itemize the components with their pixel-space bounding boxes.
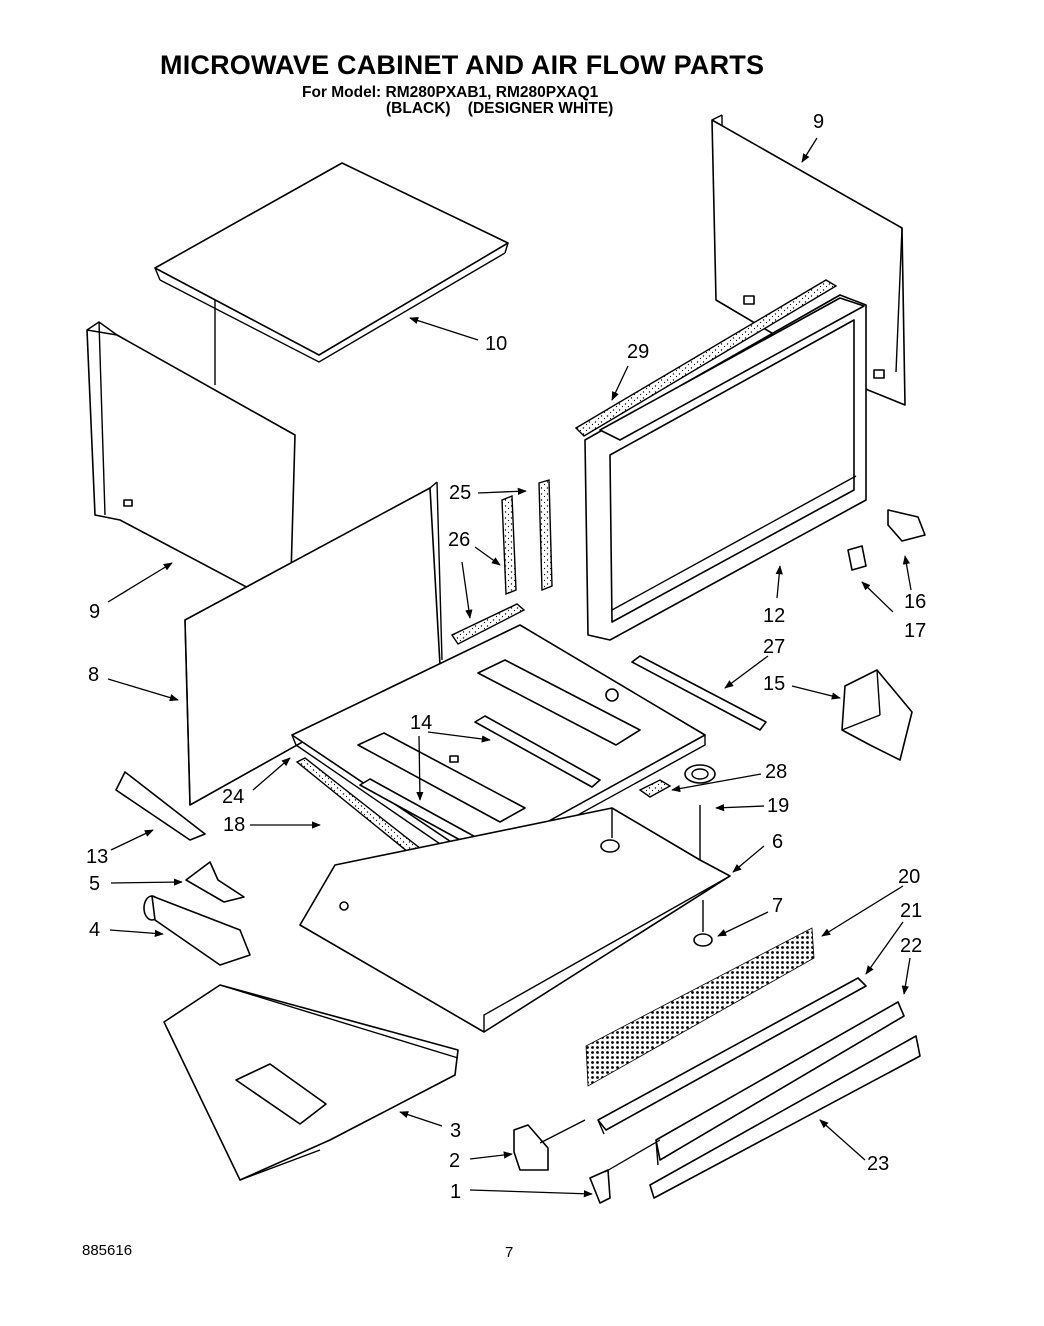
part-19-grommet — [684, 764, 716, 784]
callout-leaders — [107, 137, 912, 1198]
part-25-foam-blocks — [501, 479, 553, 596]
model-line: For Model: RM280PXAB1, RM280PXAQ1 — [302, 84, 599, 101]
callout-14: 14 — [410, 712, 433, 734]
page-number: 7 — [505, 1244, 514, 1261]
callout-6: 6 — [772, 831, 784, 853]
callout-19: 19 — [767, 795, 790, 817]
callout-22: 22 — [900, 935, 923, 957]
part-1-knob — [589, 1169, 611, 1204]
callout-15: 15 — [763, 673, 786, 695]
part-23-rail — [649, 1035, 921, 1199]
callout-25: 25 — [449, 482, 472, 504]
callout-13: 13 — [86, 846, 109, 868]
part-26-foam-block — [450, 603, 526, 645]
callout-27: 27 — [763, 636, 786, 658]
callout-9-left: 9 — [89, 601, 101, 623]
callout-28: 28 — [765, 761, 788, 783]
callout-29: 29 — [627, 341, 650, 363]
part-20-mesh-screen — [585, 927, 815, 1087]
part-9-left-side-panel — [86, 321, 296, 611]
part-22-rail — [655, 1001, 905, 1166]
part-12-front-frame — [584, 294, 867, 641]
part-2-clip — [513, 1124, 549, 1171]
callout-5: 5 — [89, 873, 101, 895]
part-4-air-duct — [143, 895, 251, 966]
part-6-lower-base — [299, 805, 731, 1033]
part-17-clip — [847, 545, 867, 571]
document-number: 885616 — [82, 1242, 133, 1259]
part-5-bracket — [185, 861, 245, 903]
part-15-duct-bracket — [841, 669, 913, 761]
callout-2: 2 — [449, 1150, 461, 1172]
callout-21: 21 — [900, 900, 923, 922]
part-16-clip — [887, 509, 926, 542]
callout-1: 1 — [450, 1181, 462, 1203]
callout-26: 26 — [448, 529, 471, 551]
part-7-foot — [693, 900, 713, 947]
callout-12: 12 — [763, 605, 786, 627]
callout-24: 24 — [222, 786, 245, 808]
callout-10: 10 — [485, 333, 508, 355]
part-10-top-cover — [154, 162, 509, 385]
part-27-strip — [631, 655, 767, 731]
callout-17: 17 — [904, 620, 927, 642]
part-13-bracket — [115, 771, 206, 841]
color-variants-line: (BLACK) (DESIGNER WHITE) — [386, 100, 614, 117]
callout-7: 7 — [772, 895, 784, 917]
part-28-foam — [638, 779, 672, 798]
part-29-gasket-strip — [574, 279, 838, 437]
part-21-rail — [597, 977, 867, 1135]
callout-20: 20 — [898, 866, 921, 888]
part-3-lower-shroud — [163, 984, 459, 1181]
callout-18: 18 — [223, 814, 246, 836]
callout-9-right: 9 — [813, 111, 825, 133]
callout-4: 4 — [89, 919, 101, 941]
callout-8: 8 — [88, 664, 100, 686]
callout-3: 3 — [450, 1120, 462, 1142]
callout-16: 16 — [904, 591, 927, 613]
callout-23: 23 — [867, 1153, 890, 1175]
diagram-title: MICROWAVE CABINET AND AIR FLOW PARTS — [160, 50, 765, 80]
